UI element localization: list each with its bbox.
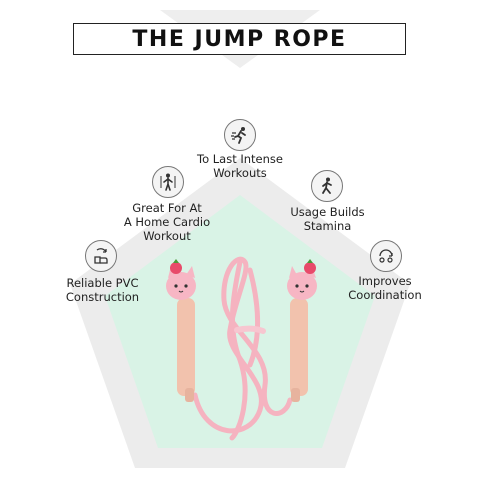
rope [192, 256, 293, 441]
jumping-person-icon [152, 166, 184, 198]
running-person-icon [311, 170, 343, 202]
feature-label-pvc: Reliable PVC Construction [65, 276, 140, 304]
title-banner: THE JUMP ROPE [73, 23, 406, 55]
left-handle [166, 259, 196, 402]
feature-label-cardio: Great For At A Home Cardio Workout [123, 201, 211, 243]
feature-label-coordination: Improves Coordination [348, 274, 422, 302]
coordination-icon [370, 240, 402, 272]
right-handle [287, 259, 317, 402]
feature-label-stamina: Usage Builds Stamina [290, 205, 365, 233]
feature-label-workouts: To Last Intense Workouts [197, 152, 283, 180]
sprint-icon [224, 119, 256, 151]
page-title: THE JUMP ROPE [132, 26, 347, 52]
recycle-hand-icon [85, 240, 117, 272]
